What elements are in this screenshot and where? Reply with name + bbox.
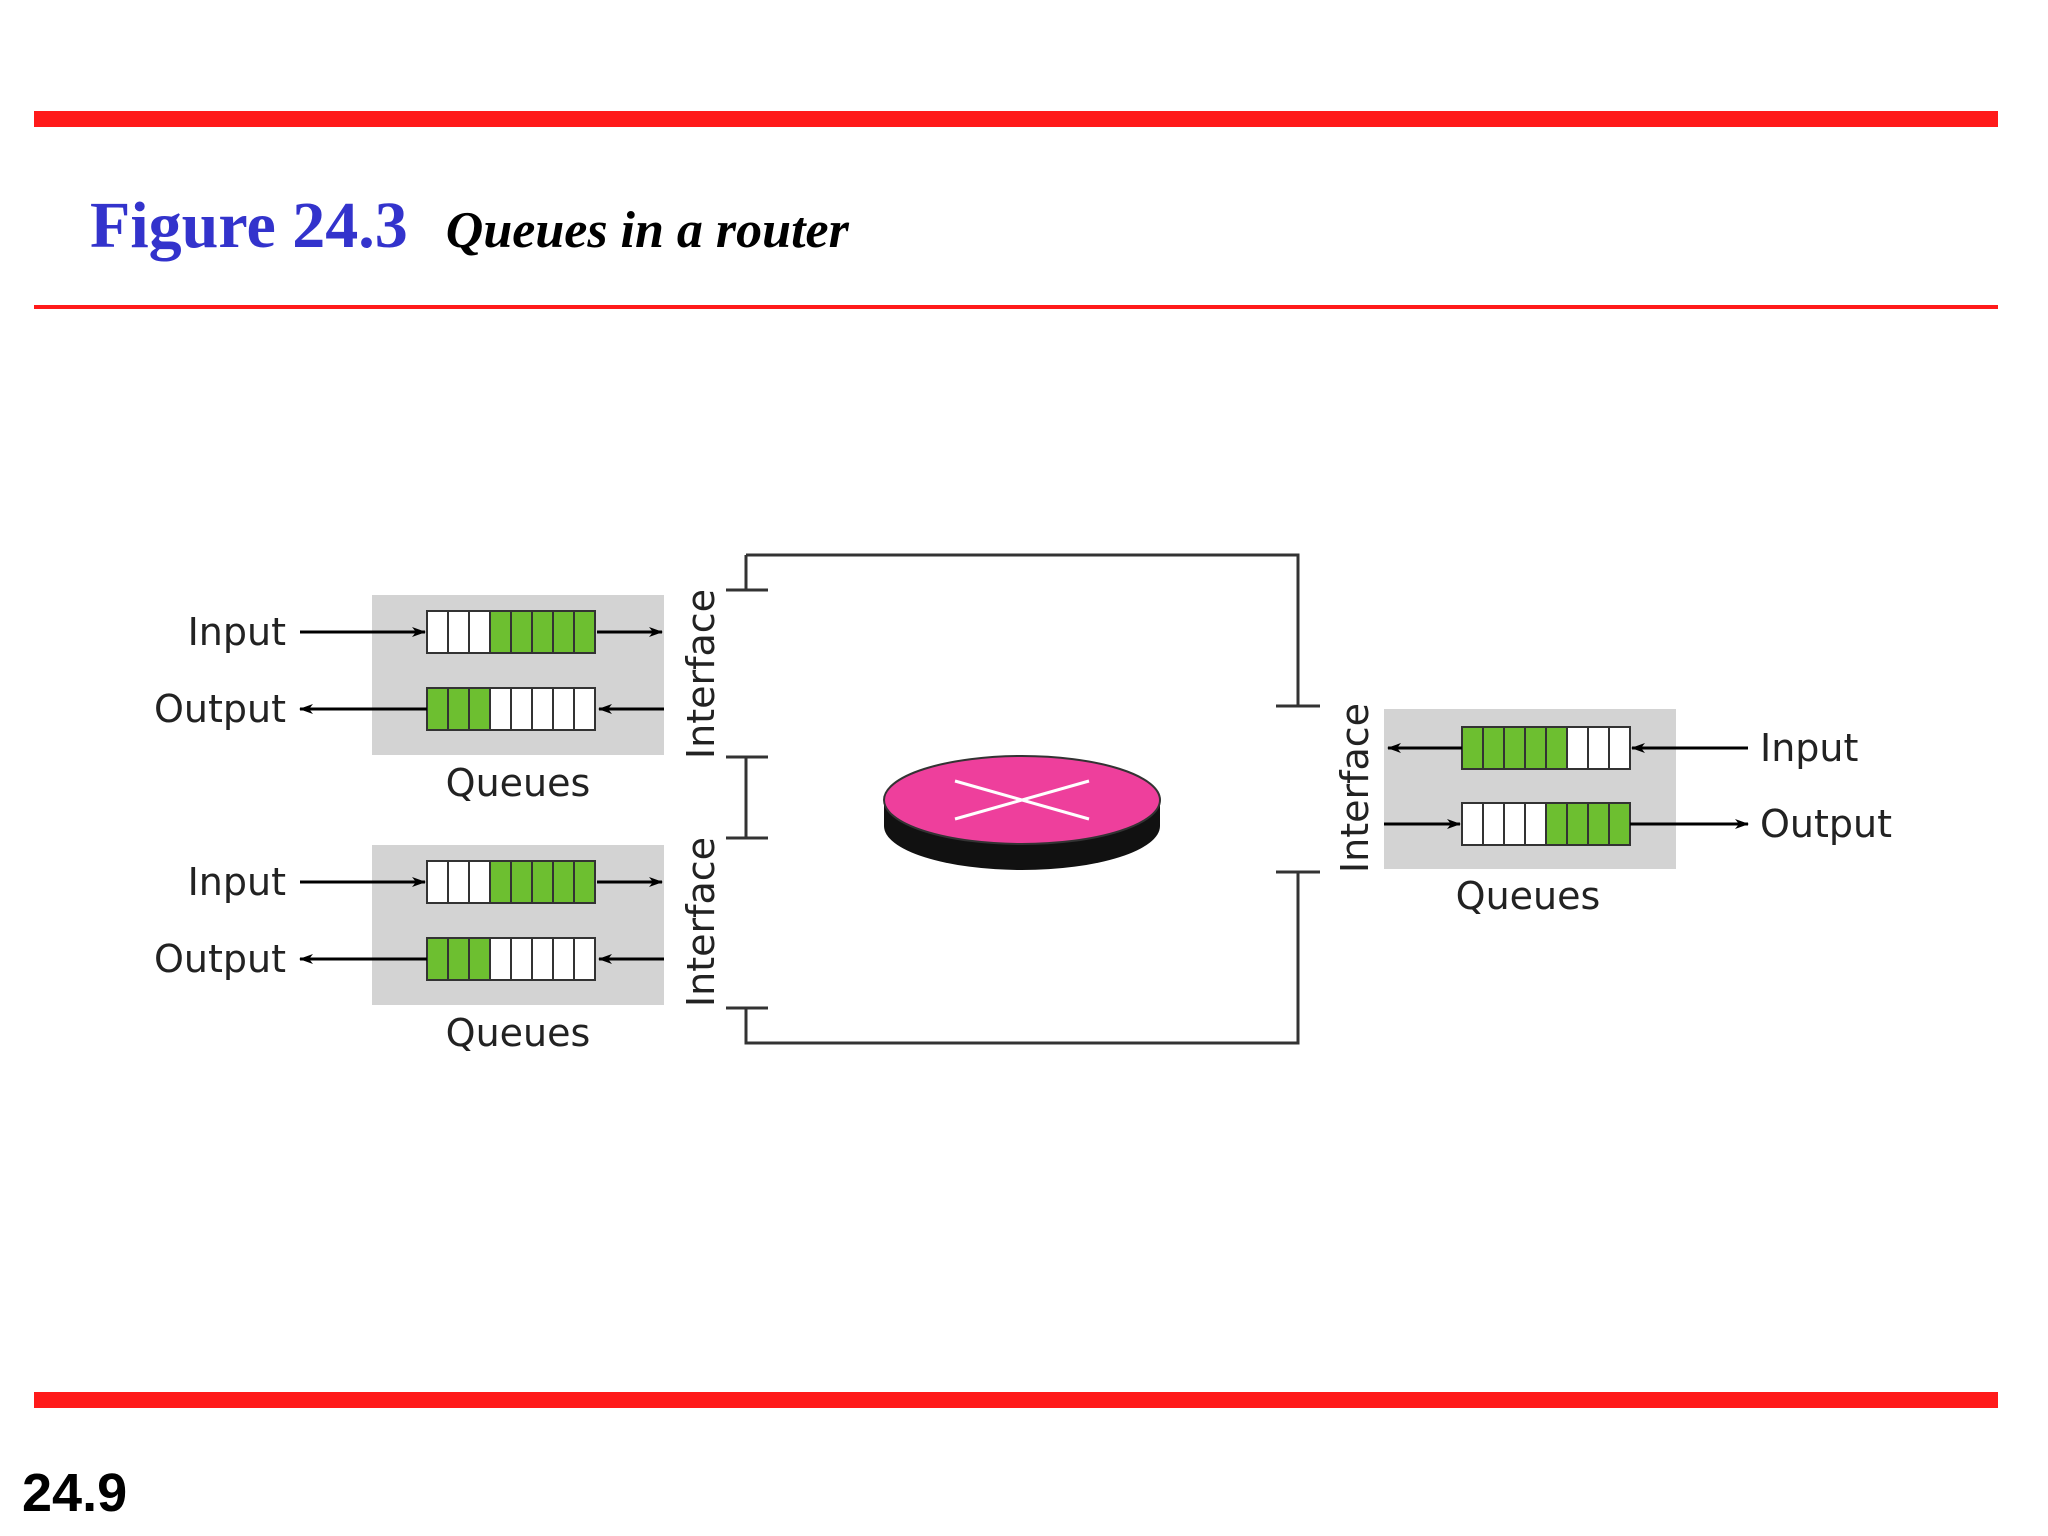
interface-label-top-left: Interface (679, 589, 723, 759)
bottom-rule-thick (34, 1392, 1998, 1408)
queues-label: Queues (1456, 874, 1601, 918)
figure-title: Figure 24.3 Queues in a router (90, 188, 849, 264)
slide-number: 24.9 (22, 1463, 128, 1523)
input-label: Input (188, 860, 286, 904)
port-bottom-left: Input Output Queues (154, 845, 664, 1055)
output-queue (1461, 802, 1631, 846)
switch-icon (883, 755, 1161, 870)
input-queue (426, 860, 596, 904)
output-queue (426, 937, 596, 981)
output-label: Output (154, 687, 286, 731)
router-fabric-outline (726, 553, 1320, 1045)
input-label: Input (188, 610, 286, 654)
title-underline-rule (34, 305, 1998, 309)
figure-caption: Queues in a router (445, 202, 849, 259)
interface-label-right: Interface (1333, 703, 1377, 873)
queues-label: Queues (446, 761, 591, 805)
figure-number: Figure 24.3 (90, 189, 408, 262)
top-rule-thick (34, 111, 1998, 127)
queues-label: Queues (446, 1011, 591, 1055)
port-right: Input Output Queues (1384, 709, 1892, 918)
port-top-left: Input Output Queues (154, 595, 664, 805)
input-queue (1461, 726, 1631, 770)
output-label: Output (1760, 802, 1892, 846)
output-label: Output (154, 937, 286, 981)
output-queue (426, 687, 596, 731)
input-queue (426, 610, 596, 654)
interface-label-bottom-left: Interface (679, 837, 723, 1007)
input-label: Input (1760, 726, 1858, 770)
